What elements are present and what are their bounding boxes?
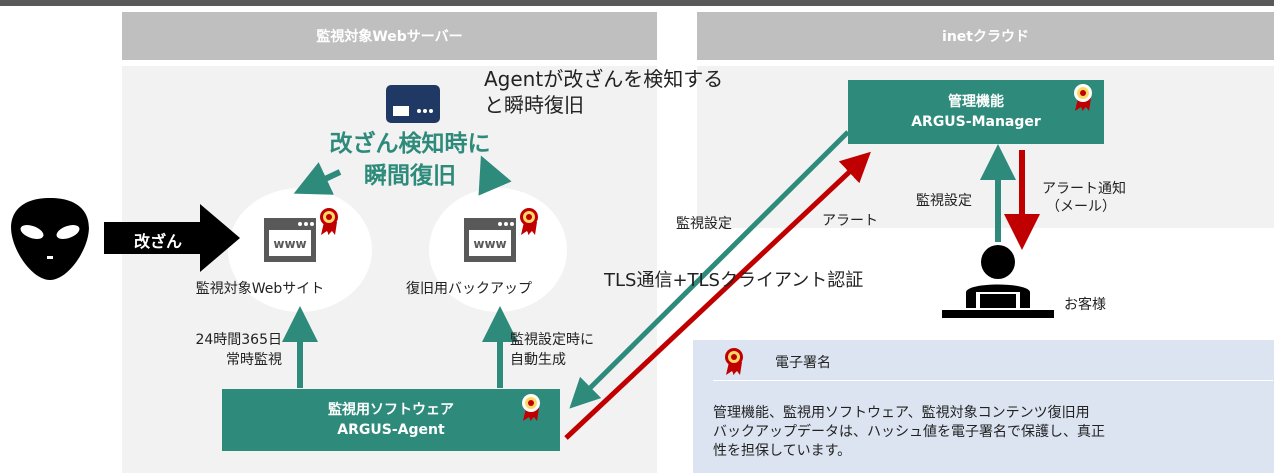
signature-body: 管理機能、監視用ソフトウェア、監視対象コンテンツ復旧用 バックアップデータは、ハ… xyxy=(713,404,1105,461)
manager-name: ARGUS-Manager xyxy=(911,114,1041,130)
backup-www-text: www xyxy=(473,237,506,251)
restore-headline: 改ざん検知時に 瞬間復旧 xyxy=(300,128,520,192)
attack-arrow xyxy=(104,204,240,272)
signature-body-line3: 性を担保しています。 xyxy=(713,443,852,459)
restore-arrow-right xyxy=(478,155,512,196)
monitor-line2: 常時監視 xyxy=(226,352,282,368)
agent-name: ARGUS-Agent xyxy=(337,422,445,438)
manager-title: 管理機能 xyxy=(948,94,1004,110)
alert-line1: アラート通知 xyxy=(1042,181,1126,197)
customer-label: お客様 xyxy=(1064,297,1106,313)
signature-body-line2: バックアップデータは、ハッシュ値を電子署名で保護し、真正 xyxy=(713,424,1105,440)
agent-box: 監視用ソフトウェア ARGUS-Agent xyxy=(222,389,560,451)
restore-arrow-left xyxy=(293,162,342,195)
server-icon xyxy=(383,82,443,126)
alert-line2: （メール） xyxy=(1046,199,1116,215)
alert-notify-label: アラート通知 （メール） xyxy=(1042,180,1126,216)
signature-badge-icon xyxy=(1072,82,1094,116)
signature-divider xyxy=(713,380,1273,381)
agent-callout: Agentが改ざんを検知する と瞬時復旧 xyxy=(484,66,723,118)
autogen-line1: 監視設定時に xyxy=(510,332,594,348)
settings-diagonal-arrow xyxy=(569,130,850,409)
callout-line1: Agentが改ざんを検知する xyxy=(484,67,724,91)
link-alert-label: アラート xyxy=(822,213,878,229)
signature-body-line1: 管理機能、監視用ソフトウェア、監視対象コンテンツ復旧用 xyxy=(713,405,1090,421)
customer-person-icon xyxy=(938,244,1058,330)
autogen-line2: 自動生成 xyxy=(510,352,566,368)
agent-title: 監視用ソフトウェア xyxy=(328,402,454,418)
attack-label: 改ざん xyxy=(134,232,183,251)
callout-line2: と瞬時復旧 xyxy=(484,93,584,117)
signature-badge-icon xyxy=(723,346,745,380)
monitor-label: 24時間365日 常時監視 xyxy=(160,330,282,370)
signature-title: 電子署名 xyxy=(775,355,831,371)
website-www-icon: www xyxy=(262,216,318,264)
manager-box: 管理機能 ARGUS-Manager xyxy=(848,80,1104,144)
backup-www-icon: www xyxy=(462,216,518,264)
website-www-text: www xyxy=(273,237,306,251)
alert-diagonal-arrow xyxy=(564,151,871,440)
alien-hacker-icon xyxy=(8,194,92,288)
autogen-label: 監視設定時に 自動生成 xyxy=(510,330,594,370)
tls-label: TLS通信+TLSクライアント認証 xyxy=(604,270,864,291)
link-settings-label: 監視設定 xyxy=(676,216,732,232)
headline-line2: 瞬間復旧 xyxy=(364,163,456,189)
signature-badge-icon xyxy=(518,206,540,240)
left-panel-header: 監視対象Webサーバー xyxy=(122,12,657,60)
headline-line1: 改ざん検知時に xyxy=(329,131,491,157)
right-panel-header: inetクラウド xyxy=(697,12,1274,60)
signature-legend: 電子署名 管理機能、監視用ソフトウェア、監視対象コンテンツ復旧用 バックアップデ… xyxy=(693,340,1274,473)
signature-badge-icon xyxy=(318,206,340,240)
signature-badge-icon xyxy=(520,392,542,426)
website-label: 監視対象Webサイト xyxy=(195,281,325,297)
customer-settings-label: 監視設定 xyxy=(916,193,972,209)
monitor-line1: 24時間365日 xyxy=(195,332,282,348)
top-bar xyxy=(0,0,1274,6)
backup-label: 復旧用バックアップ xyxy=(406,281,532,297)
